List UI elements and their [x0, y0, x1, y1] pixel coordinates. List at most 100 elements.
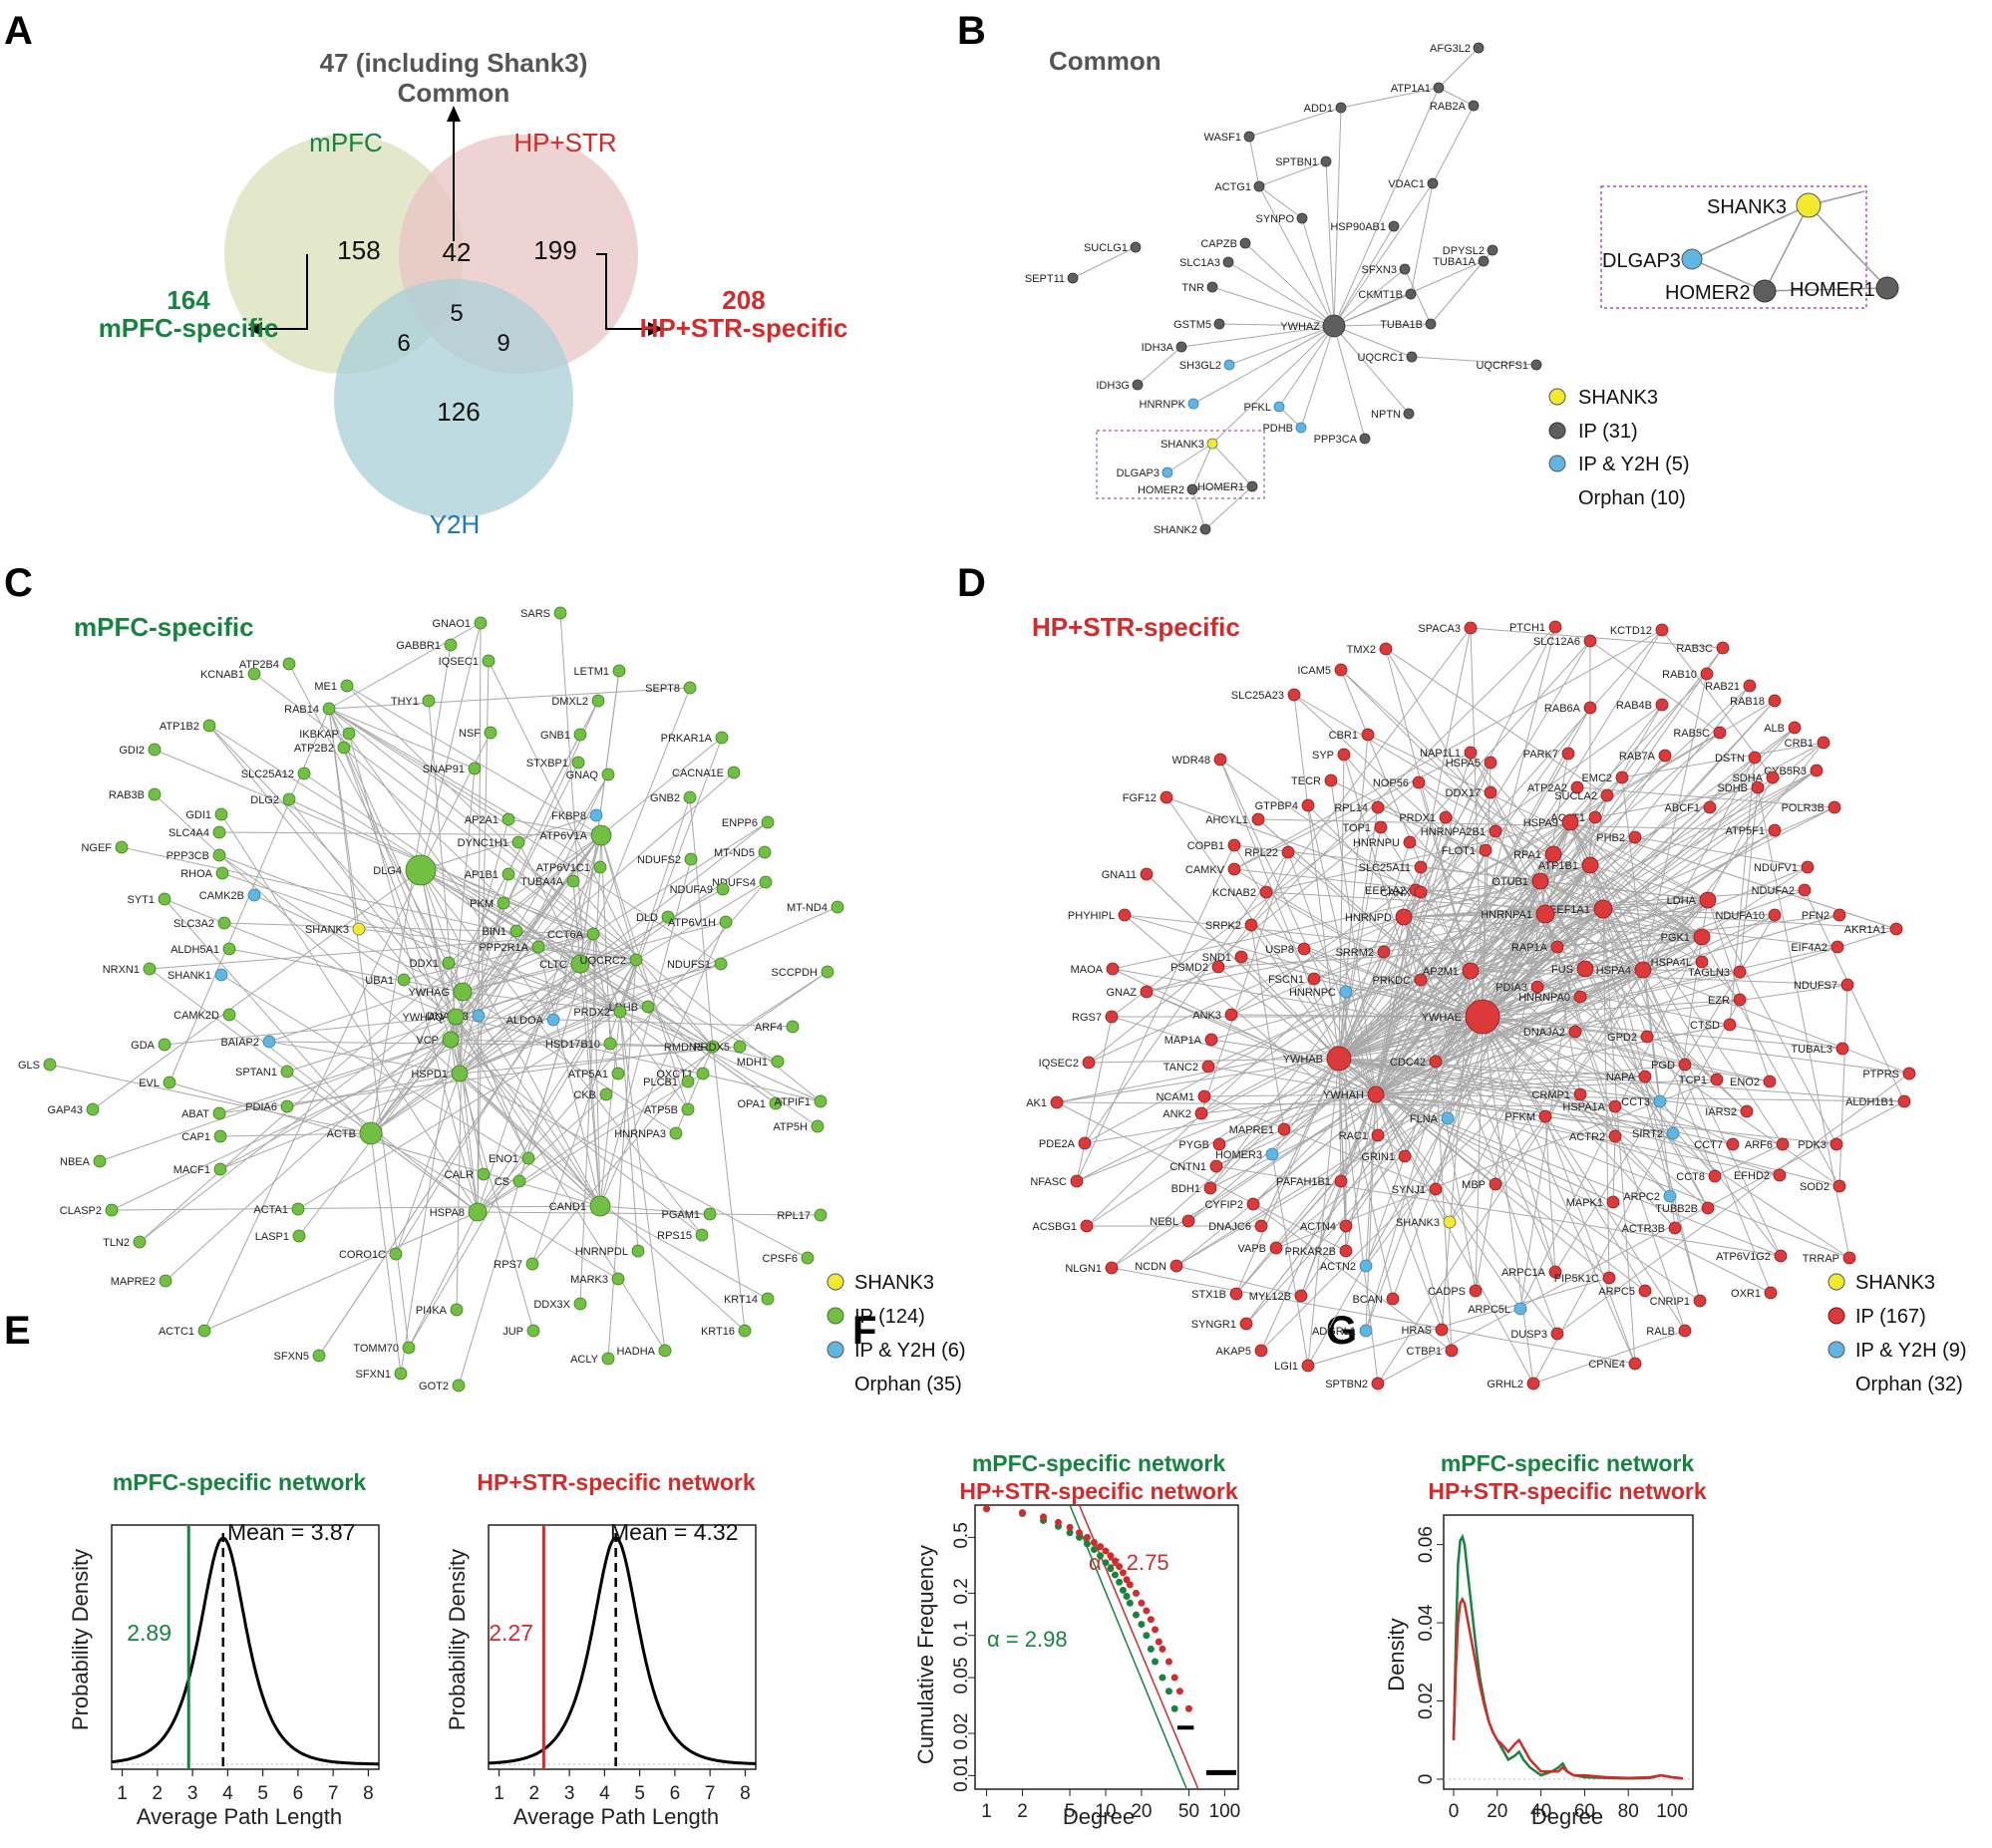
node-label-ddx17: DDX17 [1446, 787, 1481, 799]
x-tick-label: 100 [1656, 1801, 1688, 1822]
node-label-ndufa10: NDUFA10 [1715, 910, 1765, 922]
node-hnrnpk [1187, 398, 1199, 410]
network-edge [1438, 87, 1475, 107]
node-label-uqcrc2: UQCRC2 [580, 955, 626, 967]
node-label-usp8: USP8 [1265, 944, 1294, 956]
network-edge [635, 881, 767, 961]
node-label-ywhaq: YWHAQ [402, 1012, 444, 1024]
node-slc25a12 [297, 767, 311, 780]
network-edge [370, 1132, 479, 1213]
node-label-shank3: SHANK3 [1396, 1217, 1440, 1229]
node-atp2b4 [282, 657, 296, 671]
node-ndufa10 [1768, 908, 1782, 922]
node-iqsec1 [482, 654, 496, 668]
node-pgd [1678, 1058, 1692, 1072]
network-edge [1338, 821, 1571, 1060]
network-edge [1056, 1016, 1484, 1103]
node-label-srrm2: SRRM2 [1335, 947, 1374, 959]
node-me1 [340, 679, 354, 693]
node-camk2b [247, 888, 261, 902]
node-sept8 [683, 681, 697, 695]
node-oxct1 [696, 1067, 710, 1080]
node-hsp90ab1 [1388, 220, 1400, 232]
data-point [1097, 1552, 1105, 1560]
node-grin1 [1398, 1149, 1412, 1163]
node-label-sirt2: SIRT2 [1632, 1128, 1663, 1140]
node-label-got2: GOT2 [419, 1381, 449, 1392]
node-gnb1 [573, 728, 587, 742]
node-rab10 [1700, 667, 1714, 681]
network-edge [420, 869, 581, 965]
network-edge [1569, 821, 1741, 1001]
network-b-inset: SHANK3 DLGAP3 HOMER2 HOMER1 [1600, 185, 1899, 309]
node-calr [477, 1167, 491, 1181]
network-edge [1250, 626, 1556, 926]
node-prdx1 [1439, 810, 1453, 824]
network-edge [1403, 899, 1709, 918]
node-ap2m1 [1462, 962, 1480, 980]
chart-f-subtitle: HP+STR-specific network [959, 1478, 1237, 1504]
node-label-emc2: EMC2 [1581, 772, 1612, 784]
network-edge [1338, 970, 1472, 1060]
network-edge [1088, 1058, 1340, 1064]
chart-f-title: mPFC-specific network [972, 1450, 1226, 1476]
node-atp1a1 [1433, 82, 1445, 94]
node-label-rab21: RAB21 [1705, 681, 1740, 693]
node-label-rpl14: RPL14 [1334, 802, 1368, 814]
venn-label-y2h: Y2H [430, 509, 481, 539]
node-label-eif4a2: EIF4A2 [1791, 942, 1827, 954]
node-shank1 [214, 968, 228, 982]
node-pkm [497, 896, 510, 910]
network-edge [1187, 913, 1546, 1222]
node-polr3b [1827, 800, 1841, 814]
node-label-hnrnpu: HNRNPU [1353, 837, 1400, 849]
node-dusp3 [1550, 1327, 1564, 1341]
network-edge [1111, 880, 1541, 1269]
node-label-copb1: COPB1 [1187, 840, 1224, 852]
node-label-rpa1: RPA1 [1513, 849, 1541, 861]
node-krt14 [761, 1292, 775, 1306]
node-label-slc25a11: SLC25A11 [1359, 862, 1411, 874]
node-label-grhl2: GRHL2 [1487, 1379, 1523, 1390]
network-edge [164, 1016, 457, 1046]
node-label-rmdn3: RMDN3 [664, 1042, 703, 1054]
node-gnaz [1140, 985, 1154, 999]
node-label-iars2: IARS2 [1705, 1106, 1737, 1118]
network-edge [218, 1039, 452, 1114]
network-edge [1333, 182, 1434, 327]
network-edge [165, 1016, 457, 1282]
network-edge [420, 869, 703, 1236]
network-edge [1482, 1016, 1843, 1050]
inset-label-homer2: HOMER2 [1665, 282, 1751, 304]
node-tagln3 [1733, 965, 1747, 979]
network-edge [477, 1211, 822, 1216]
x-tick-label: 2 [529, 1783, 540, 1804]
venn-diagram: mPFC HP+STR Y2H 158 199 126 42 6 9 5 47 … [99, 48, 848, 539]
node-label-ctsd: CTSD [1690, 1020, 1720, 1032]
node-cyb5r3 [1810, 764, 1824, 777]
node-camk2d [222, 1008, 236, 1022]
node-label-arpc1a: ARPC1A [1501, 1267, 1546, 1279]
node-label-mark3: MARK3 [570, 1274, 608, 1286]
node-ank3 [1224, 1008, 1238, 1022]
node-ptch1 [1548, 620, 1562, 634]
network-edge [579, 963, 601, 1207]
network-edge [1217, 627, 1472, 968]
node-label-cadps: CADPS [1428, 1286, 1466, 1298]
network-edge [218, 854, 457, 1018]
node-label-ckb: CKB [573, 1089, 596, 1101]
node-cdc42 [1429, 1055, 1443, 1069]
node-akr1a1 [1889, 922, 1903, 936]
node-dmxl2 [591, 694, 605, 708]
venn-count-mpfc-y2h: 6 [397, 330, 410, 357]
network-edge [1482, 1016, 1671, 1197]
node-label-aldh1b1: ALDH1B1 [1845, 1096, 1894, 1108]
network-edge [1569, 821, 1703, 938]
node-label-lgi1: LGI1 [1274, 1361, 1298, 1373]
node-label-tagln3: TAGLN3 [1688, 967, 1730, 979]
network-b-highlight-box [1096, 430, 1265, 499]
node-label-dstn: DSTN [1715, 753, 1745, 765]
network-edge [1248, 136, 1260, 187]
node-nsf [484, 726, 498, 740]
data-point [1090, 1539, 1098, 1547]
